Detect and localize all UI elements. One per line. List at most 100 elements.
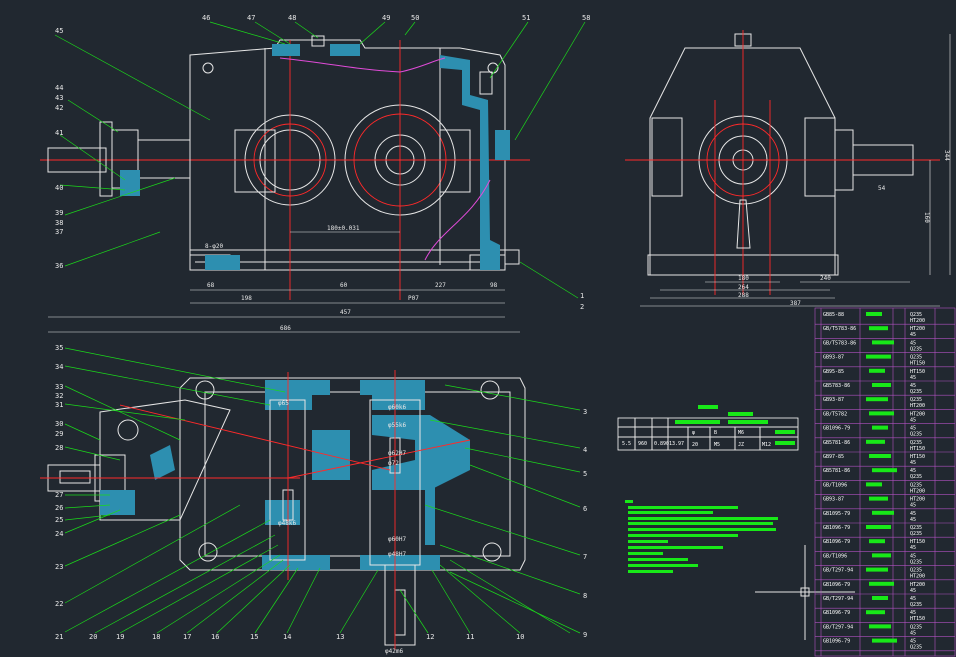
bom-material: 45	[910, 639, 916, 645]
callout-44: 44	[55, 84, 63, 92]
bom-material: HT200	[910, 326, 925, 332]
bom-material: HT150	[910, 539, 925, 545]
bom-material: 45	[910, 426, 916, 432]
bom-standard: GB1095-79	[823, 511, 850, 517]
callout-39: 39	[55, 209, 63, 217]
bom-standard: GB85-88	[823, 312, 844, 318]
side-view: 344 160 180 264 288 240 387 54	[625, 30, 951, 307]
fit-label: φ65	[278, 400, 289, 407]
spec-cell: JZ	[738, 442, 744, 448]
bom-name-block	[866, 567, 888, 572]
dim-387: 387	[790, 300, 801, 307]
bom-standard: GB97-85	[823, 454, 844, 460]
bom-material: Q235	[910, 624, 922, 630]
callout-58: 58	[582, 14, 590, 22]
bom-material: Q235	[910, 568, 922, 574]
bom-material: 45	[910, 517, 916, 523]
fit-label: φ72	[388, 460, 399, 467]
bom-material: Q235	[910, 559, 922, 565]
bom-standard: GB93-87	[823, 497, 844, 503]
bom-standard: GB1096-79	[823, 639, 850, 645]
dim-center: 180±0.031	[327, 225, 360, 232]
bom-standard: GB1096-79	[823, 610, 850, 616]
bom-name-block	[872, 510, 894, 515]
dim-264: 264	[738, 284, 749, 291]
bom-material: Q235	[910, 602, 922, 608]
bom-material: HT200	[910, 403, 925, 409]
dim-288: 288	[738, 292, 749, 299]
bom-standard: GB93-87	[823, 355, 844, 361]
bom-name-block	[872, 468, 897, 473]
callout-17: 17	[183, 633, 191, 641]
dim-240: 240	[820, 275, 831, 282]
bom-material: Q235	[910, 531, 922, 537]
bom-name-block	[872, 425, 888, 430]
bom-material: 45	[910, 332, 916, 338]
bom-material: Q235	[910, 440, 922, 446]
bom-standard: GB5781-86	[823, 440, 850, 446]
bom-name-block	[872, 553, 891, 558]
callout-15: 15	[250, 633, 258, 641]
callout-16: 16	[211, 633, 219, 641]
callout-8: 8	[583, 592, 587, 600]
callout-12: 12	[426, 633, 434, 641]
bom-material: 45	[910, 468, 916, 474]
dim-227: 227	[435, 282, 446, 289]
bom-name-block	[872, 340, 894, 345]
bom-name-block	[866, 354, 891, 359]
bom-name-block	[866, 397, 888, 402]
bom-material: Q235	[910, 312, 922, 318]
callout-34: 34	[55, 363, 63, 371]
callout-43: 43	[55, 94, 63, 102]
bom-material: 45	[910, 383, 916, 389]
bom-material: Q235	[910, 482, 922, 488]
callout-46: 46	[202, 14, 210, 22]
dim-68: 68	[207, 282, 215, 289]
bom-name-block	[866, 610, 885, 615]
callout-22: 22	[55, 600, 63, 608]
bom-standard: GB/T297-94	[823, 568, 853, 574]
bom-name-block	[866, 482, 882, 487]
callout-29: 29	[55, 430, 63, 438]
callout-9: 9	[583, 631, 587, 639]
callout-24: 24	[55, 530, 63, 538]
bom-standard: GB1096-79	[823, 582, 850, 588]
bom-material: HT200	[910, 582, 925, 588]
callout-2: 2	[580, 303, 584, 311]
fit-label: φ62H7	[388, 450, 406, 457]
front-view: 45 46 47 48 49 50 51 58 44 43 42 41 40 3…	[40, 14, 590, 333]
fit-label: φ48H7	[388, 551, 406, 558]
bom-name-block	[869, 326, 888, 331]
dim-457: 457	[340, 309, 351, 316]
bom-material: 45	[910, 417, 916, 423]
bom-standard: GB/T1096	[823, 553, 847, 559]
bom-name-block	[866, 439, 885, 444]
spec-cell: 20	[692, 442, 698, 448]
fit-label: φ42m6	[385, 648, 403, 655]
bom-name-block	[869, 454, 891, 458]
callout-36: 36	[55, 262, 63, 270]
bom-standard: GB/T297-94	[823, 596, 853, 602]
callout-19: 19	[116, 633, 124, 641]
bom-standard: GB/T1096	[823, 482, 847, 488]
callout-10: 10	[516, 633, 524, 641]
bom-standard: GB5781-86	[823, 468, 850, 474]
bom-standard: GB1096-79	[823, 539, 850, 545]
callout-50: 50	[411, 14, 419, 22]
bom-name-block	[869, 368, 885, 373]
bom-material: 45	[910, 511, 916, 517]
bom-material: 45	[910, 375, 916, 381]
bom-material: 45	[910, 588, 916, 594]
dim-60: 60	[340, 282, 348, 289]
callout-48: 48	[288, 14, 296, 22]
dim-198: 198	[241, 295, 252, 302]
bom-standard: GB1096-79	[823, 525, 850, 531]
callout-21: 21	[55, 633, 63, 641]
spec-ratio: 13.97	[669, 441, 684, 447]
spec-cell: M12	[762, 442, 771, 448]
spec-efficiency: 0.890	[654, 441, 669, 447]
bom-name-block	[869, 496, 888, 501]
dim-shaft: 54	[878, 185, 886, 192]
bom-material: HT200	[910, 574, 925, 580]
callout-51: 51	[522, 14, 530, 22]
